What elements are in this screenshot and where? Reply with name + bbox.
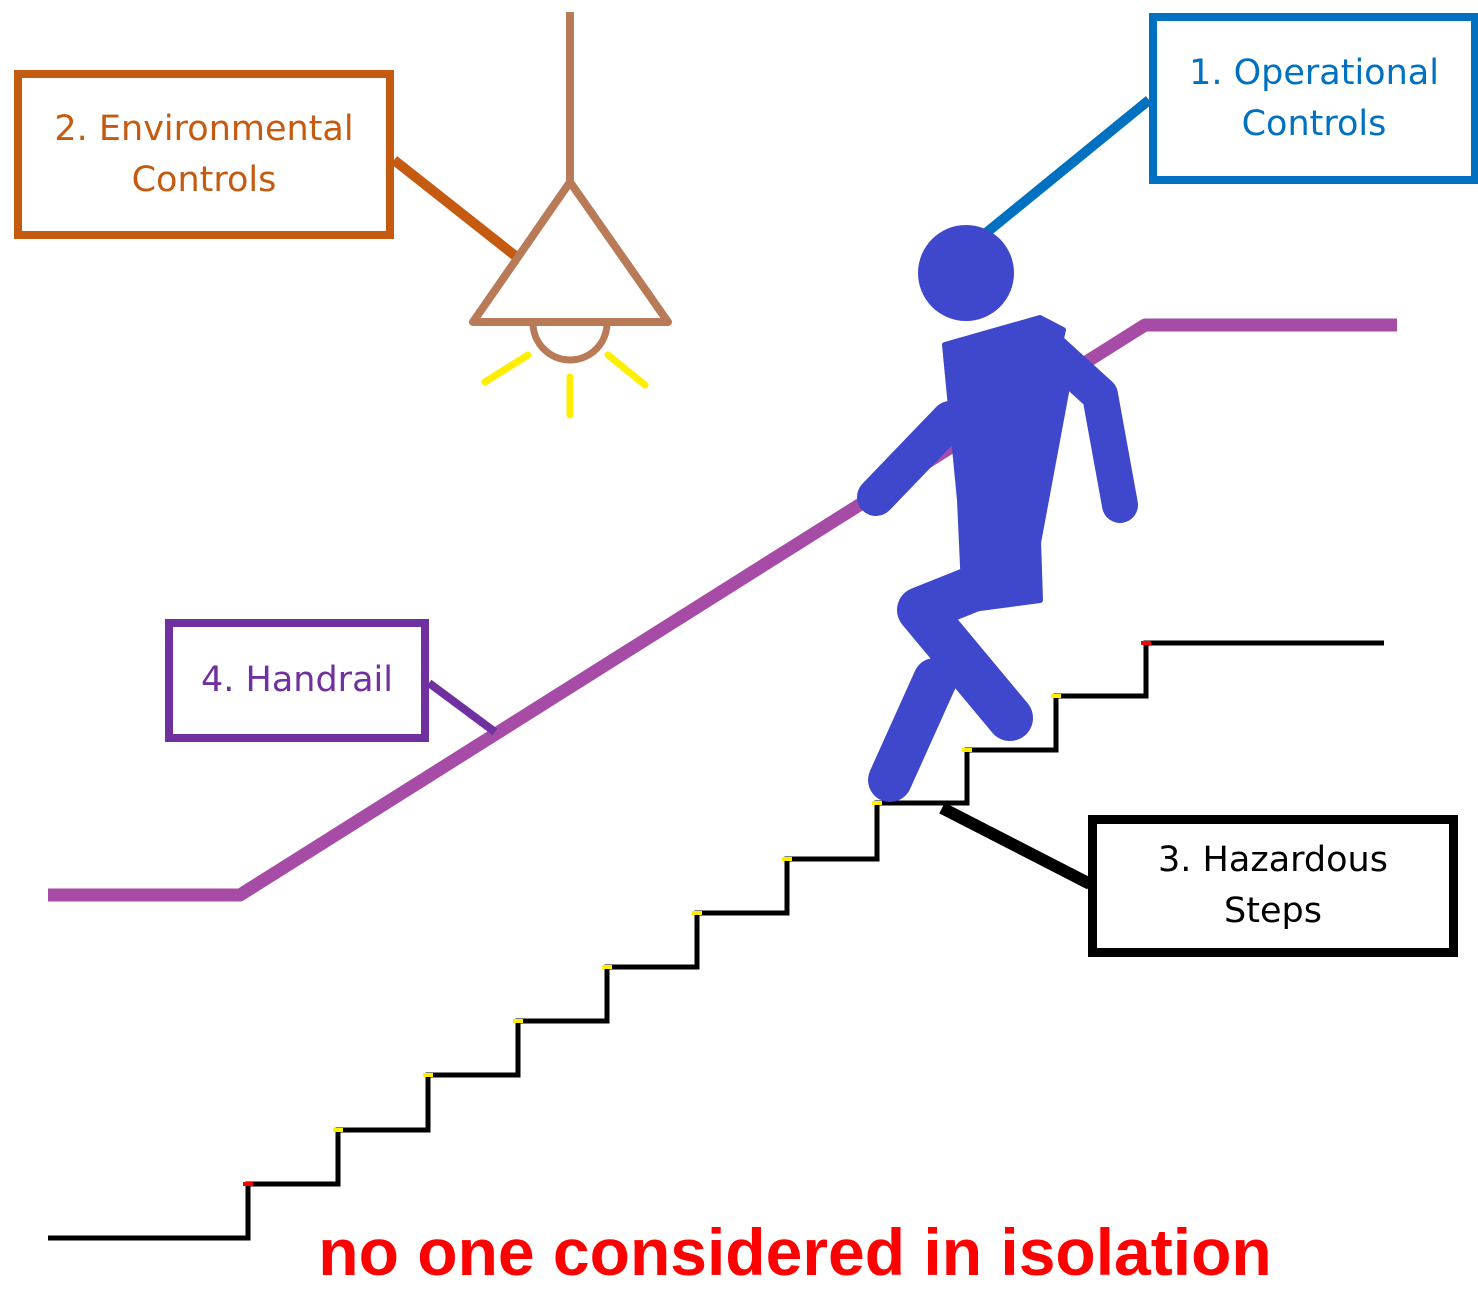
hazardous-label-line1: 3. Hazardous bbox=[1158, 840, 1388, 880]
handrail-label-line1: 4. Handrail bbox=[201, 660, 393, 700]
operational-connector bbox=[982, 96, 1153, 237]
light-rays-icon bbox=[481, 351, 649, 419]
handrail-line bbox=[48, 318, 1397, 902]
handrail-connector bbox=[426, 679, 498, 736]
person-figure-icon bbox=[857, 225, 1138, 802]
caption-text: no one considered in isolation bbox=[318, 1215, 1272, 1289]
environmental-label-line2: Controls bbox=[131, 159, 277, 200]
environmental-label-line1: 2. Environmental bbox=[54, 108, 354, 149]
hazardous-steps-label: 3. Hazardous Steps bbox=[1088, 815, 1458, 957]
environmental-connector bbox=[390, 156, 522, 262]
environmental-controls-label: 2. Environmental Controls bbox=[14, 70, 394, 239]
staircase-icon bbox=[48, 640, 1384, 1241]
hazardous-label-line2: Steps bbox=[1224, 891, 1322, 931]
ceiling-lamp-icon bbox=[469, 12, 672, 419]
step-edge-markers bbox=[243, 641, 1151, 1186]
hazardous-connector bbox=[939, 802, 1093, 890]
operational-label-line1: 1. Operational bbox=[1189, 52, 1439, 93]
operational-controls-label: 1. Operational Controls bbox=[1149, 13, 1478, 184]
operational-label-line2: Controls bbox=[1241, 103, 1387, 144]
handrail-label: 4. Handrail bbox=[165, 619, 429, 742]
stair-safety-diagram bbox=[48, 12, 1397, 1241]
